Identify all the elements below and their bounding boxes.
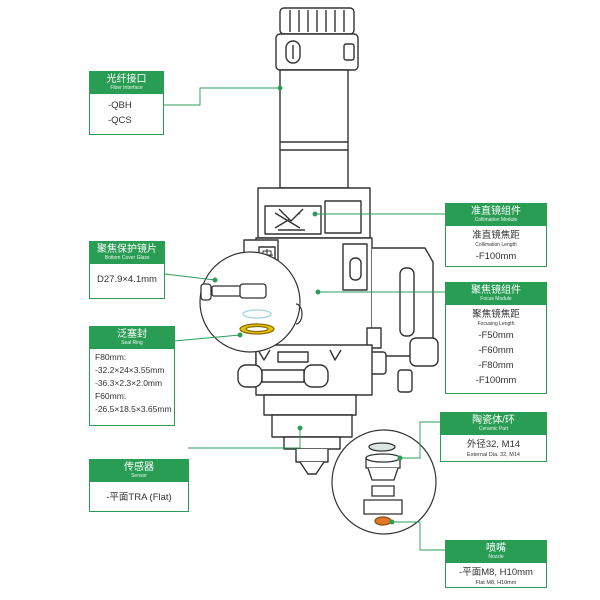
card-title: 喷嘴	[486, 543, 506, 554]
adjust-knob-icon	[237, 364, 329, 388]
lens-detail-circle	[199, 251, 303, 353]
card-subtitle: Nozzle	[488, 554, 504, 560]
card-item: -QCS	[108, 115, 132, 126]
card-item: 外径32, M14	[466, 439, 521, 450]
card-subtitle: Seal Ring	[121, 340, 143, 346]
card-item: D27.9×4.1mm	[97, 274, 157, 285]
card-item: -F60mm	[478, 345, 514, 356]
card-spec-sub: Focusing Length	[477, 321, 515, 327]
collimation-window-icon	[264, 205, 322, 235]
card-subtitle: Sensor	[131, 473, 147, 479]
card-spec-sub: Collimation Length	[475, 242, 517, 248]
card-title: 光纤接口	[106, 74, 147, 85]
card-item: F60mm:	[95, 391, 127, 401]
card-title: 聚焦镜组件	[471, 285, 521, 296]
card-item: -平面TRA (Flat)	[106, 492, 172, 503]
card-title: 聚焦保护镜片	[97, 244, 157, 255]
card-item: -F100mm	[475, 375, 517, 386]
card-item: -QBH	[108, 100, 132, 111]
card-subtitle: Fiber Interface	[110, 85, 143, 91]
card-subtitle: Ceramic Part	[478, 426, 509, 432]
card-title: 准直镜组件	[471, 206, 521, 217]
card-title: 传感器	[124, 462, 154, 473]
card-note: External Dia. 32, M14	[467, 452, 520, 458]
card-subtitle: Collimation Module	[474, 217, 518, 223]
nozzle-detail-circle	[331, 429, 437, 535]
card-subtitle: Focus Module	[480, 296, 512, 302]
card-spec-label: 准直镜焦距	[472, 230, 520, 241]
card-item: -F80mm	[478, 360, 514, 371]
card-item: F80mm:	[95, 352, 127, 362]
card-item: -平面M8, H10mm	[459, 567, 533, 578]
card-title: 陶瓷体/环	[472, 415, 515, 426]
card-title: 泛塞封	[117, 329, 147, 340]
card-note: Flat M8, H10mm	[475, 580, 517, 586]
card-item: -26.5×18.5×3.65mm	[95, 404, 172, 414]
card-item: -F50mm	[478, 330, 514, 341]
card-spec-label: 聚焦镜焦距	[472, 309, 520, 320]
card-item: -36.3×2.3×2.0mm	[95, 378, 163, 388]
card-item: -32.2×24×3.55mm	[95, 365, 165, 375]
fiber-connector-icon	[275, 7, 359, 71]
card-subtitle: Bottom Cover Glass	[104, 255, 150, 261]
card-item: -F100mm	[475, 251, 517, 262]
